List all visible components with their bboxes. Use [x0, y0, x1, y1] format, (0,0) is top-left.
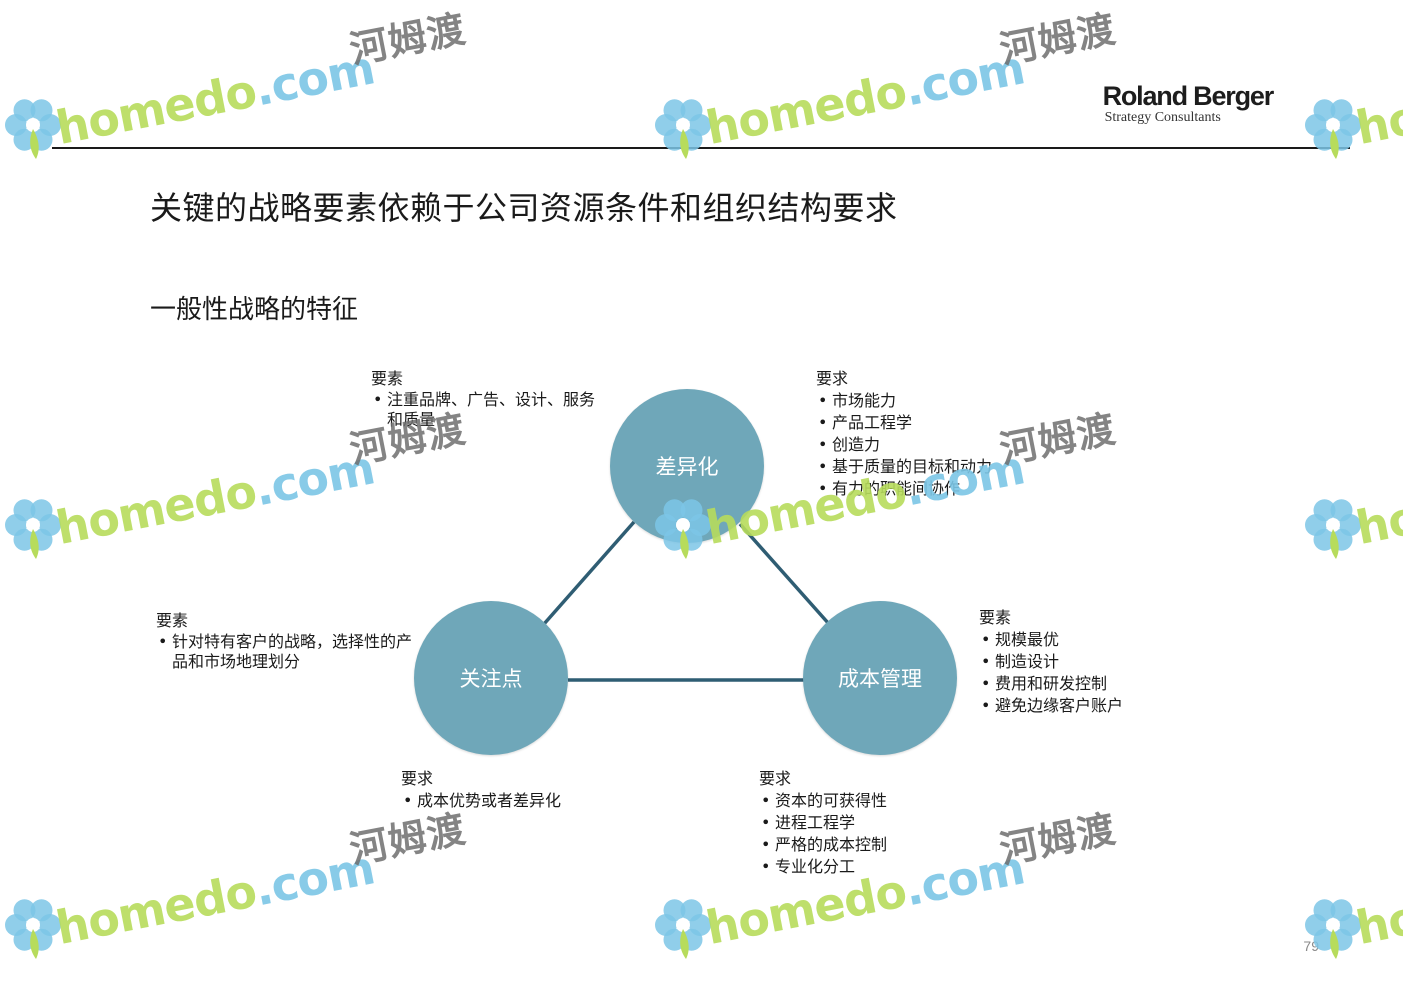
annotation-item: 制造设计 [979, 651, 1123, 673]
page-number: 79 [1303, 938, 1319, 954]
annotation-item: 费用和研发控制 [979, 673, 1123, 695]
annotation-item: 创造力 [816, 434, 992, 456]
annotation-top-left: 要素 注重品牌、广告、设计、服务和质量 [371, 368, 596, 430]
annotation-item: 专业化分工 [759, 856, 887, 878]
node-focus: 关注点 [414, 601, 568, 755]
annotation-item: 成本优势或者差异化 [401, 790, 561, 812]
annotation-head: 要素 [156, 611, 189, 630]
annotation-item: 规模最优 [979, 629, 1123, 651]
edge-top-right [738, 522, 831, 626]
node-cost-management: 成本管理 [803, 601, 957, 755]
annotation-item: 严格的成本控制 [759, 834, 887, 856]
annotation-bottom-right: 要求 资本的可获得性 进程工程学 严格的成本控制 专业化分工 [759, 768, 887, 878]
annotation-head: 要求 [759, 769, 792, 788]
annotation-head: 要求 [401, 769, 434, 788]
annotation-head: 要求 [816, 369, 849, 388]
annotation-item: 针对特有客户的战略，选择性的产品和市场地理划分 [156, 632, 418, 672]
annotation-head: 要素 [979, 608, 1012, 627]
edge-top-left [542, 520, 636, 626]
annotation-bottom-left: 要求 成本优势或者差异化 [401, 768, 561, 812]
roland-berger-logo: Roland Berger Strategy Consultants [1102, 81, 1275, 126]
annotation-top-right: 要求 市场能力 产品工程学 创造力 基于质量的目标和动力 有力的职能间协作 [816, 368, 992, 500]
node-differentiation: 差异化 [610, 389, 764, 543]
annotation-mid-left: 要素 针对特有客户的战略，选择性的产品和市场地理划分 [156, 610, 418, 672]
annotation-head: 要素 [371, 369, 404, 388]
annotation-item: 产品工程学 [816, 412, 992, 434]
annotation-item: 避免边缘客户账户 [979, 695, 1123, 717]
annotation-item: 市场能力 [816, 390, 992, 412]
slide-title: 关键的战略要素依赖于公司资源条件和组织结构要求 [150, 189, 898, 227]
annotation-item: 进程工程学 [759, 812, 887, 834]
slide-subtitle: 一般性战略的特征 [150, 295, 359, 325]
annotation-item: 注重品牌、广告、设计、服务和质量 [371, 390, 596, 430]
annotation-item: 资本的可获得性 [759, 790, 887, 812]
logo-sub-text: Strategy Consultants [1104, 110, 1221, 125]
annotation-item: 有力的职能间协作 [816, 478, 992, 500]
annotation-item: 基于质量的目标和动力 [816, 456, 992, 478]
logo-main-text: Roland Berger [1102, 81, 1275, 111]
annotation-mid-right: 要素 规模最优 制造设计 费用和研发控制 避免边缘客户账户 [979, 607, 1123, 717]
